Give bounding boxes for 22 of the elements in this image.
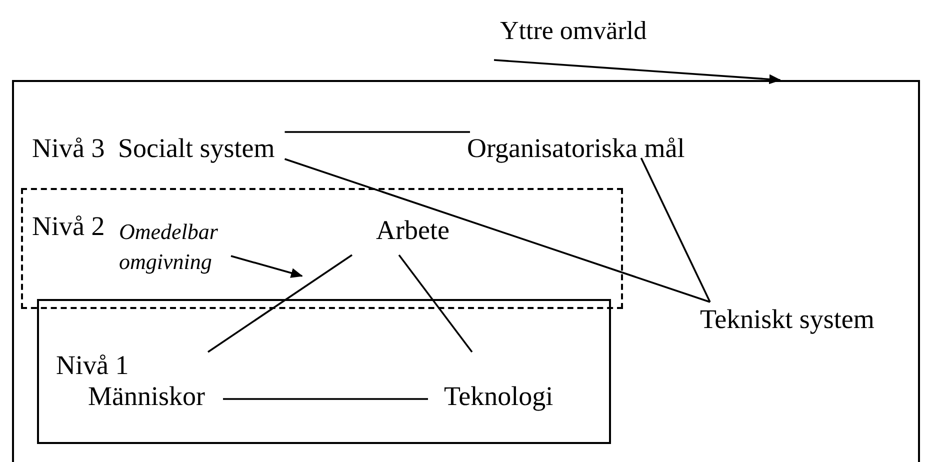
connector-line [398, 254, 473, 353]
node-label: Omedelbar omgivning [119, 217, 241, 277]
connector-line [223, 398, 428, 400]
arrow [494, 59, 782, 84]
level-heading: Nivå 1 [56, 350, 129, 380]
node-label: Socialt system [118, 133, 275, 163]
arrow [230, 255, 303, 278]
dashed-frame [21, 188, 623, 309]
connector-line [284, 131, 470, 133]
connector-line [284, 158, 710, 303]
level-heading: Nivå 2 [32, 211, 105, 241]
node-label: Teknologi [444, 381, 554, 411]
outer-frame [12, 80, 920, 462]
node-label: Människor [88, 381, 205, 411]
connector-line [640, 158, 711, 302]
node-label: Organisatoriska mål [467, 133, 685, 163]
connector-line [208, 254, 352, 353]
node-label: Yttre omvärld [500, 16, 647, 46]
node-label: Tekniskt system [700, 304, 874, 334]
level-heading: Nivå 3 [32, 133, 105, 163]
inner-frame [37, 299, 611, 444]
node-label: Arbete [376, 215, 450, 245]
